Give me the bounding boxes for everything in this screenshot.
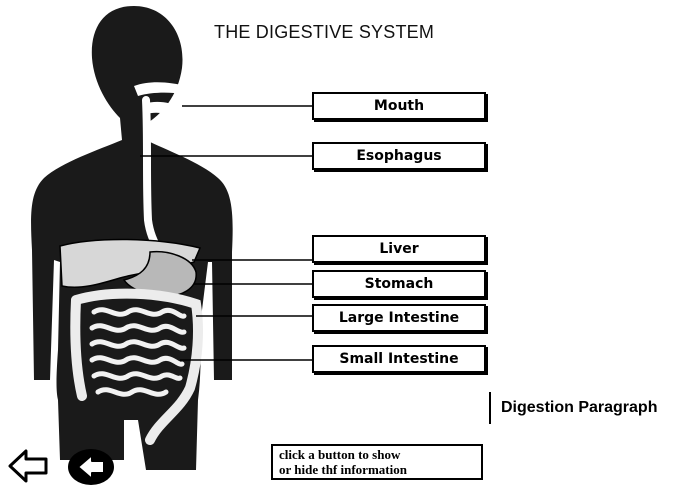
- info-line-2: or hide thf information: [279, 462, 475, 477]
- mouth-button[interactable]: Mouth: [312, 92, 486, 120]
- info-line-1: click a button to show: [279, 447, 475, 462]
- digestion-paragraph-button[interactable]: Digestion Paragraph: [489, 392, 657, 424]
- large-intestine-button[interactable]: Large Intestine: [312, 304, 486, 332]
- esophagus-button[interactable]: Esophagus: [312, 142, 486, 170]
- stomach-button[interactable]: Stomach: [312, 270, 486, 298]
- back-arrow-icon[interactable]: [6, 447, 50, 485]
- liver-button[interactable]: Liver: [312, 235, 486, 263]
- home-arrow-icon[interactable]: [66, 447, 116, 487]
- info-box: click a button to show or hide thf infor…: [271, 444, 483, 480]
- small-intestine-button[interactable]: Small Intestine: [312, 345, 486, 373]
- body-silhouette: [31, 6, 233, 470]
